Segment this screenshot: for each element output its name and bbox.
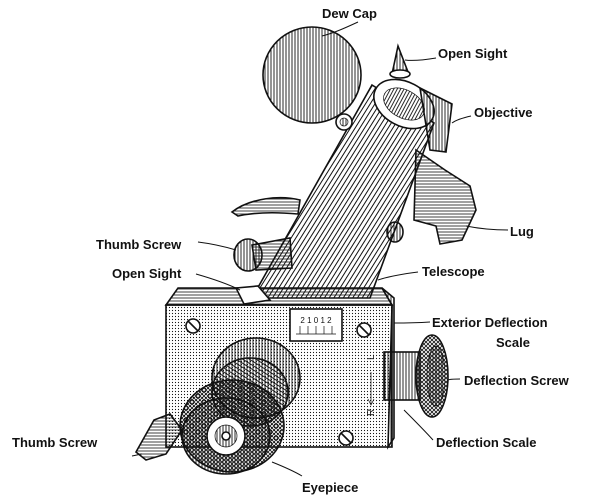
label-eyepiece: Eyepiece <box>302 480 358 495</box>
label-telescope: Telescope <box>422 264 485 279</box>
side-mark-left: L <box>366 354 377 360</box>
eyepiece-lens <box>206 416 246 456</box>
label-thumb-screw-lower: Thumb Screw <box>12 435 98 450</box>
tube-screw <box>386 221 404 243</box>
label-deflection-screw: Deflection Screw <box>464 373 570 388</box>
deflection-screw-knob <box>383 334 449 418</box>
side-mark-right: R <box>366 409 377 416</box>
lug-bracket <box>413 148 477 245</box>
label-deflection-scale: Deflection Scale <box>436 435 536 450</box>
upper-thumb-screw <box>233 237 293 272</box>
dew-cap-disc <box>262 26 362 124</box>
leader-lines <box>131 21 509 477</box>
label-dew-cap: Dew Cap <box>322 6 377 21</box>
dew-cap-pin <box>335 113 353 131</box>
scale-readout: 2 1 0 1 2 <box>300 316 332 325</box>
label-thumb-screw-upper: Thumb Screw <box>96 237 182 252</box>
body-screw-upper-left <box>185 318 201 334</box>
body-screw-lower-right <box>338 430 354 446</box>
label-open-sight-top: Open Sight <box>438 46 508 61</box>
label-exterior-deflection-line1: Exterior Deflection <box>432 315 548 330</box>
telescope-tube <box>250 78 435 299</box>
exterior-deflection-scale-window: 2 1 0 1 2 <box>289 308 343 342</box>
objective-ring <box>418 86 453 153</box>
open-sight-top-blade <box>389 43 411 79</box>
label-lug: Lug <box>510 224 534 239</box>
label-objective: Objective <box>474 105 533 120</box>
left-arm <box>230 196 301 217</box>
label-open-sight-mid: Open Sight <box>112 266 182 281</box>
side-marks: L R <box>366 354 377 416</box>
label-exterior-deflection-line2: Scale <box>496 335 530 350</box>
body-screw-upper-right <box>356 322 372 338</box>
lower-thumb-screw <box>134 413 183 461</box>
